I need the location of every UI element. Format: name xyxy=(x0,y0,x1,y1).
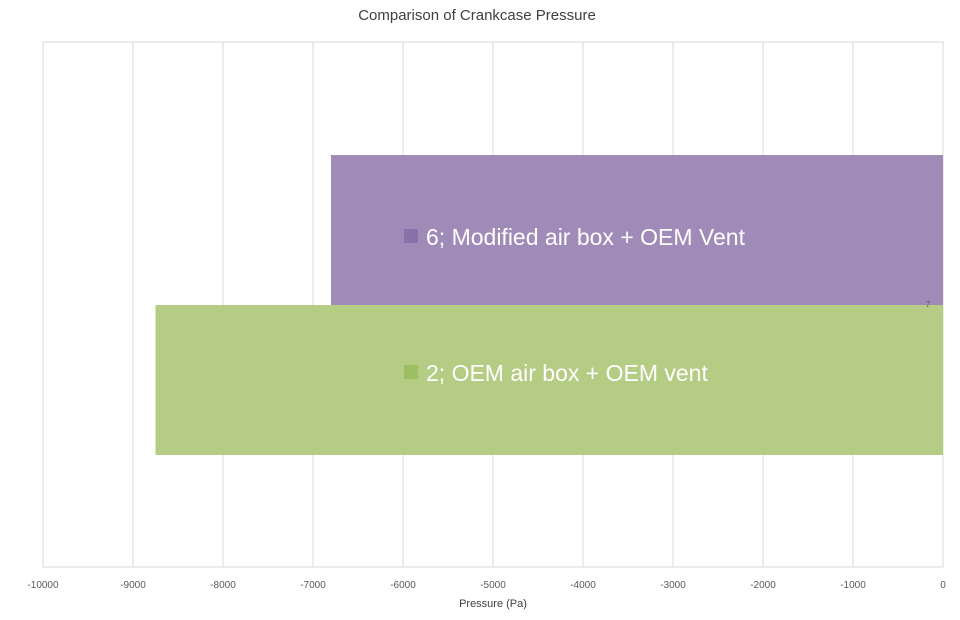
x-tick-label: -6000 xyxy=(390,580,416,591)
x-tick-label: -9000 xyxy=(120,580,146,591)
x-tick-label: -1000 xyxy=(840,580,866,591)
x-tick-label: -5000 xyxy=(480,580,506,591)
bar-data-label: 2; OEM air box + OEM vent xyxy=(426,360,708,386)
bars: 6; Modified air box + OEM Vent 2; OEM air… xyxy=(155,155,943,455)
bar-data-label: 6; Modified air box + OEM Vent xyxy=(426,224,746,250)
x-tick-labels: -10000-9000-8000-7000-6000-5000-4000-300… xyxy=(27,580,946,591)
bar xyxy=(155,305,943,455)
x-tick-label: -8000 xyxy=(210,580,236,591)
annotation-label: 7 xyxy=(926,300,931,309)
x-tick-label: -7000 xyxy=(300,580,326,591)
x-tick-label: -3000 xyxy=(660,580,686,591)
x-tick-label: -10000 xyxy=(27,580,59,591)
x-axis-title: Pressure (Pa) xyxy=(459,598,527,610)
x-tick-label: 0 xyxy=(940,580,946,591)
x-tick-label: -2000 xyxy=(750,580,776,591)
chart-title: Comparison of Crankcase Pressure xyxy=(358,7,596,24)
bar xyxy=(331,155,943,305)
x-tick-label: -4000 xyxy=(570,580,596,591)
bar-label-swatch xyxy=(404,365,418,379)
bar-label-swatch xyxy=(404,229,418,243)
